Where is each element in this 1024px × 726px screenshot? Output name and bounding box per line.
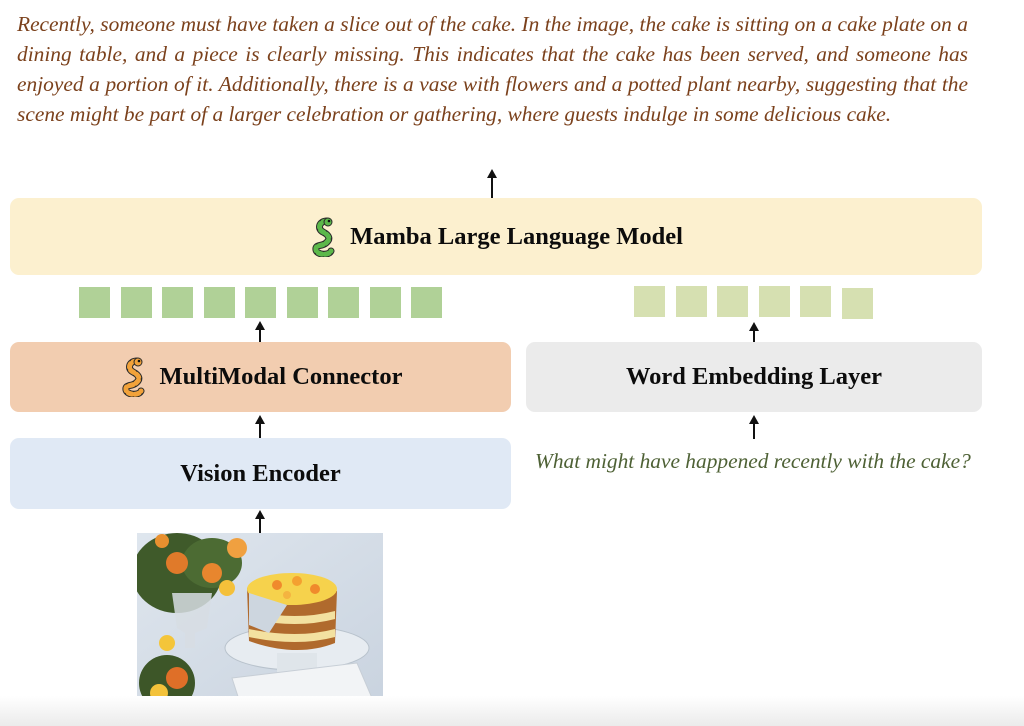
cake-photo-illustration <box>137 533 383 709</box>
input-cake-image <box>137 533 383 709</box>
mamba-llm-box: Mamba Large Language Model <box>10 198 982 275</box>
text-token <box>841 288 873 319</box>
multimodal-connector-box: MultiModal Connector <box>10 342 511 412</box>
snake-icon <box>121 357 145 397</box>
visual-token <box>369 287 401 318</box>
text-token <box>800 286 831 317</box>
snake-icon <box>312 217 335 257</box>
visual-token <box>79 287 110 318</box>
text-token <box>758 286 790 317</box>
word-embedding-label: Word Embedding Layer <box>626 363 882 390</box>
visual-token <box>245 287 276 318</box>
arrow-question-to-embedding <box>749 415 759 439</box>
mamba-llm-label: Mamba Large Language Model <box>350 222 683 250</box>
arrow-embedding-to-tokens <box>749 322 759 342</box>
visual-token <box>203 287 235 318</box>
visual-token <box>286 287 318 318</box>
visual-token <box>328 287 359 318</box>
bottom-fade <box>0 696 1024 726</box>
vision-encoder-label: Vision Encoder <box>180 459 341 487</box>
arrow-vision-to-connector <box>255 415 265 438</box>
question-text: What might have happened recently with t… <box>535 449 971 473</box>
model-output-text: Recently, someone must have taken a slic… <box>17 12 968 126</box>
text-token <box>675 286 707 317</box>
word-embedding-box: Word Embedding Layer <box>526 342 982 412</box>
visual-token-row <box>79 287 442 318</box>
arrow-llm-to-output <box>487 169 497 198</box>
arrow-image-to-vision <box>255 510 265 533</box>
visual-token <box>162 287 193 318</box>
vision-encoder-box: Vision Encoder <box>10 438 511 509</box>
visual-token <box>120 287 152 318</box>
arrow-connector-to-tokens <box>255 321 265 342</box>
text-token-row <box>634 286 873 319</box>
visual-token <box>411 287 442 318</box>
text-token <box>717 286 748 317</box>
text-token <box>634 286 665 317</box>
multimodal-connector-label: MultiModal Connector <box>159 363 403 390</box>
